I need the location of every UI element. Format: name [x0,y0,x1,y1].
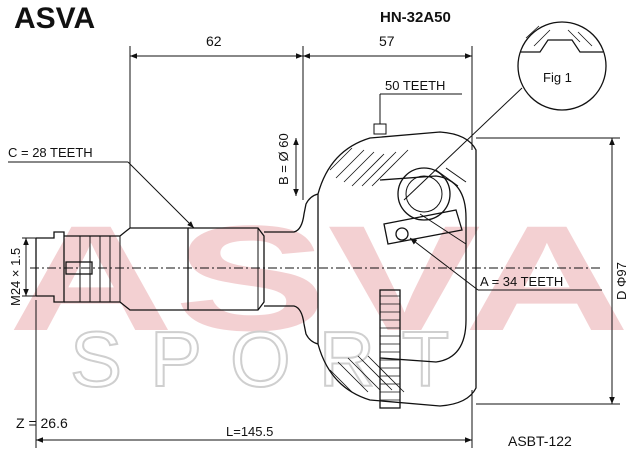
z-value: Z = 26.6 [16,415,68,431]
dim-left-length: 62 [206,33,222,49]
fig1-circle [517,21,607,111]
thread-label: M24 × 1.5 [8,248,23,306]
inner-spline-leader [409,237,479,291]
outer-spline-label: C = 28 TEETH [8,145,93,160]
total-length-label: L=145.5 [226,424,273,439]
fig1-spline-profile [520,39,603,53]
dim-right-length: 57 [379,33,395,49]
abs-tooth-marker [373,123,387,135]
abs-teeth-label: 50 TEETH [385,78,445,93]
abs-ring [379,289,401,409]
watermark-sport: SPORT [70,315,477,403]
inner-spline-label: A = 34 TEETH [480,274,563,289]
outer-spline-leader [127,161,195,229]
fig1-label: Fig 1 [543,70,572,85]
bell-diameter-label: B = Ø 60 [276,133,291,185]
watermark-asva: ASVA [8,194,630,362]
fig1-leader [403,87,523,201]
brand-title: ASVA [14,2,95,35]
catalog-code: ASBT-122 [508,433,572,449]
part-number: HN-32A50 [380,9,451,26]
bell-housing [317,131,477,407]
outer-diameter-label: D Φ97 [614,262,629,300]
